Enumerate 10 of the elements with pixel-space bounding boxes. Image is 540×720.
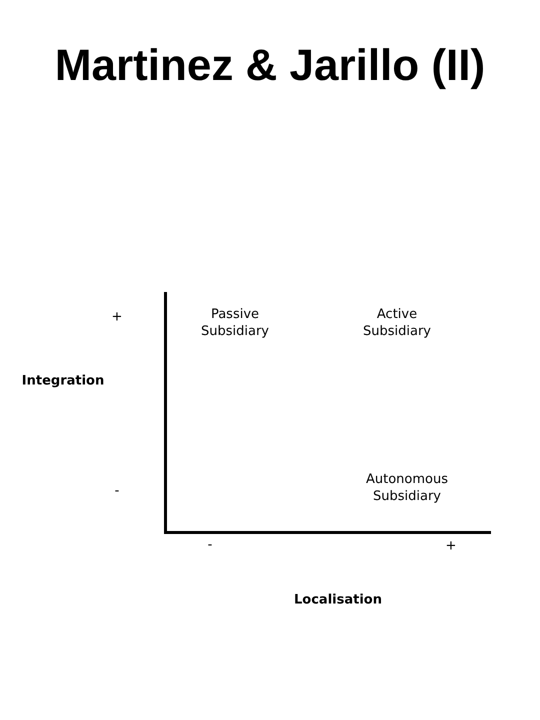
axis-tick-label: + <box>112 308 122 326</box>
axis-tick-label: - <box>208 536 212 554</box>
axis-tick-label: - <box>114 482 120 500</box>
title: Martinez & Jarillo (II) <box>54 40 486 92</box>
axis-tick-label: + <box>446 538 456 554</box>
axis-title: Integration <box>22 372 104 390</box>
quadrant-label: Passive Subsidiary <box>200 306 270 340</box>
axis-title: Localisation <box>294 592 382 608</box>
quadrant-label: Active Subsidiary <box>362 306 432 340</box>
quadrant-label: Autonomous Subsidiary <box>364 471 449 505</box>
